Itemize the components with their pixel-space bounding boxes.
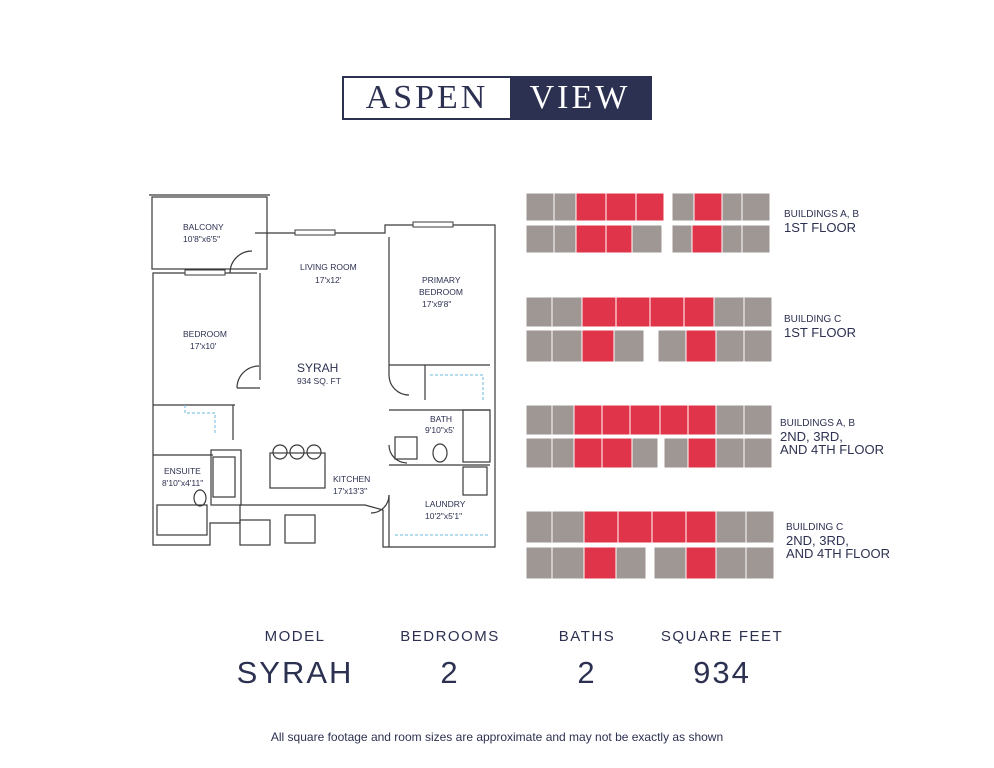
- room-bath-dims: 9'10"x5': [425, 425, 455, 435]
- room-bedroom-dims: 17'x10': [190, 341, 217, 351]
- room-bath-label: BATH: [430, 414, 452, 424]
- room-living-dims: 17'x12': [315, 275, 342, 285]
- disclaimer: All square footage and room sizes are ap…: [270, 730, 724, 744]
- room-laundry-dims: 10'2"x5'1": [425, 511, 462, 521]
- room-ensuite-dims: 8'10"x4'11": [162, 478, 203, 488]
- stat-value: 2: [440, 655, 460, 690]
- balcony-outline: [151, 196, 268, 270]
- room-kitchen-dims: 17'x13'3": [333, 486, 367, 496]
- stat-value: 934: [693, 655, 751, 690]
- room-laundry-label: LAUNDRY: [425, 499, 466, 509]
- building-label-c-2-4: BUILDING C 2ND, 3RD, AND 4TH FLOOR: [786, 521, 890, 560]
- room-primary-label2: BEDROOM: [419, 287, 463, 297]
- stat-bedrooms: BEDROOMS 2: [390, 628, 510, 691]
- building-label-line1: BUILDINGS A, B: [784, 209, 860, 220]
- building-label-line1: BUILDING C: [786, 522, 844, 533]
- plan-model-area: 934 SQ. FT: [297, 376, 341, 386]
- stat-label: SQUARE FEET: [660, 628, 784, 645]
- floor-plan: BALCONY 10'8"x6'5" LIVING ROOM 17'x12' P…: [149, 194, 496, 548]
- stat-label: BATHS: [558, 628, 616, 645]
- room-balcony-label: BALCONY: [183, 222, 224, 232]
- logo-aspen: ASPEN: [365, 79, 489, 116]
- building-label-line3: AND 4TH FLOOR: [786, 546, 891, 561]
- stat-label: BEDROOMS: [400, 628, 500, 645]
- building-ab-floors2-4: [525, 404, 773, 469]
- plan-model-name: SYRAH: [297, 361, 338, 375]
- building-label-ab-2-4: BUILDINGS A, B 2ND, 3RD, AND 4TH FLOOR: [780, 417, 884, 456]
- room-balcony-dims: 10'8"x6'5": [183, 234, 220, 244]
- building-label-line2: 2ND, 3RD,: [780, 429, 843, 444]
- building-c-floors2-4: [525, 510, 775, 580]
- stat-model: MODEL SYRAH: [225, 628, 365, 691]
- stat-value: SYRAH: [236, 655, 354, 690]
- logo-view: VIEW: [510, 78, 650, 118]
- room-living-label: LIVING ROOM: [300, 262, 357, 272]
- building-c-floor1: [525, 296, 773, 363]
- building-label-line2: 1ST FLOOR: [784, 220, 857, 235]
- aspen-view-logo: ASPEN VIEW: [342, 76, 652, 120]
- stat-square-feet: SQUARE FEET 934: [655, 628, 789, 691]
- stat-baths: BATHS 2: [537, 628, 637, 691]
- stat-value: 2: [577, 655, 597, 690]
- room-bedroom-label: BEDROOM: [183, 329, 227, 339]
- building-ab-floor1: [525, 192, 771, 254]
- stat-label: MODEL: [264, 628, 326, 645]
- building-label-ab-1: BUILDINGS A, B 1ST FLOOR: [784, 208, 859, 234]
- building-label-line2: 1ST FLOOR: [784, 325, 857, 340]
- building-label-line3: AND 4TH FLOOR: [780, 442, 885, 457]
- room-primary-dims: 17'x9'8": [422, 299, 451, 309]
- room-ensuite-label: ENSUITE: [164, 466, 201, 476]
- building-diagrams: [525, 192, 775, 580]
- building-label-line1: BUILDING C: [784, 314, 842, 325]
- room-kitchen-label: KITCHEN: [333, 474, 370, 484]
- building-label-line2: 2ND, 3RD,: [786, 533, 849, 548]
- building-label-line1: BUILDINGS A, B: [780, 418, 856, 429]
- room-primary-label: PRIMARY: [422, 275, 461, 285]
- building-label-c-1: BUILDING C 1ST FLOOR: [784, 313, 856, 339]
